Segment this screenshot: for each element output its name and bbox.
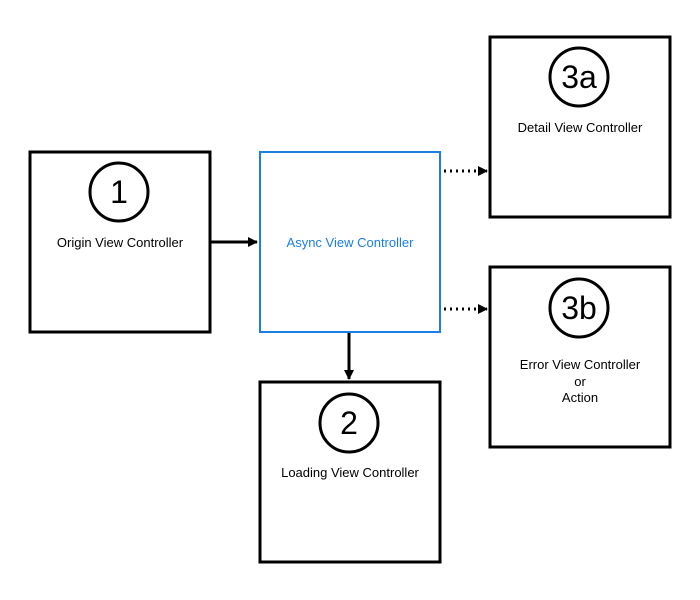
error-step-number: 3b <box>561 290 597 326</box>
async-box <box>259 151 441 333</box>
loading-label: Loading View Controller <box>281 465 419 480</box>
detail-label: Detail View Controller <box>518 120 643 135</box>
loading-step-number: 2 <box>340 405 358 441</box>
origin-label: Origin View Controller <box>57 235 184 250</box>
error-label-line-2: or <box>574 374 586 389</box>
origin-step-circle <box>88 161 150 223</box>
origin-node: 1 Origin View Controller <box>28 150 212 334</box>
async-node: Async View Controller <box>259 151 441 333</box>
origin-step-number: 1 <box>110 174 128 210</box>
error-label-line-3: Action <box>562 390 598 405</box>
detail-step-circle <box>548 46 610 108</box>
error-step-circle <box>548 277 610 339</box>
error-label-line-1: Error View Controller <box>520 357 641 372</box>
detail-step-number: 3a <box>561 59 597 95</box>
loading-node: 2 Loading View Controller <box>258 380 442 564</box>
loading-step-circle <box>318 392 380 454</box>
async-label: Async View Controller <box>287 235 415 250</box>
detail-node: 3a Detail View Controller <box>488 35 672 219</box>
error-node: 3b Error View Controller or Action <box>488 265 672 449</box>
